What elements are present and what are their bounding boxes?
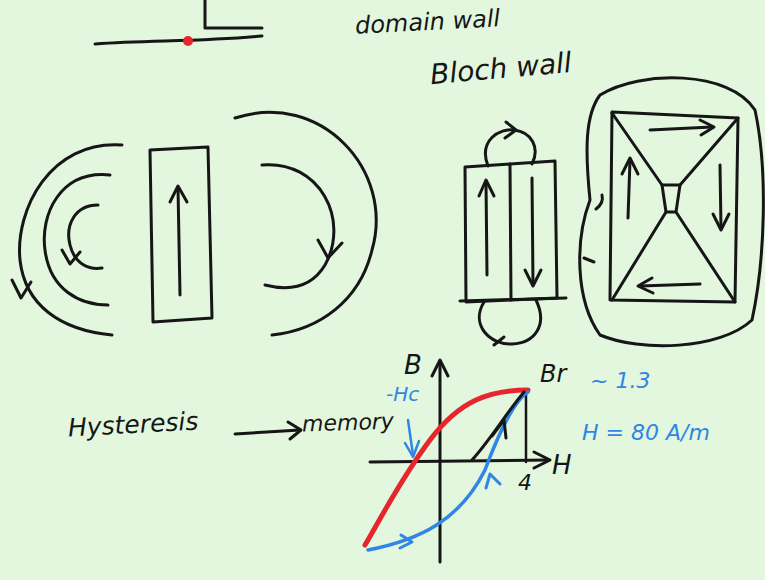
coercivity-label: -Hc <box>386 382 419 406</box>
tick-label: 4 <box>518 470 532 496</box>
hysteresis-word: Hysteresis <box>67 407 199 444</box>
memory-word: memory <box>302 408 395 438</box>
top-fragment <box>95 0 262 45</box>
bar-magnet <box>150 147 212 322</box>
axis-label: H <box>552 450 572 481</box>
remanence-label: Br <box>540 360 566 389</box>
domain-wall-note: domain wall <box>354 4 500 40</box>
axis-label: B <box>404 350 422 381</box>
value-note: ~ 1.3 <box>590 368 650 394</box>
implies-arrow <box>235 422 301 439</box>
field-lines <box>12 112 376 335</box>
closure-domains <box>580 78 764 346</box>
bloch-wall-title: Bloch wall <box>429 46 573 92</box>
value-note: H = 80 A/m <box>582 420 710 446</box>
hysteresis-loop <box>365 360 550 562</box>
